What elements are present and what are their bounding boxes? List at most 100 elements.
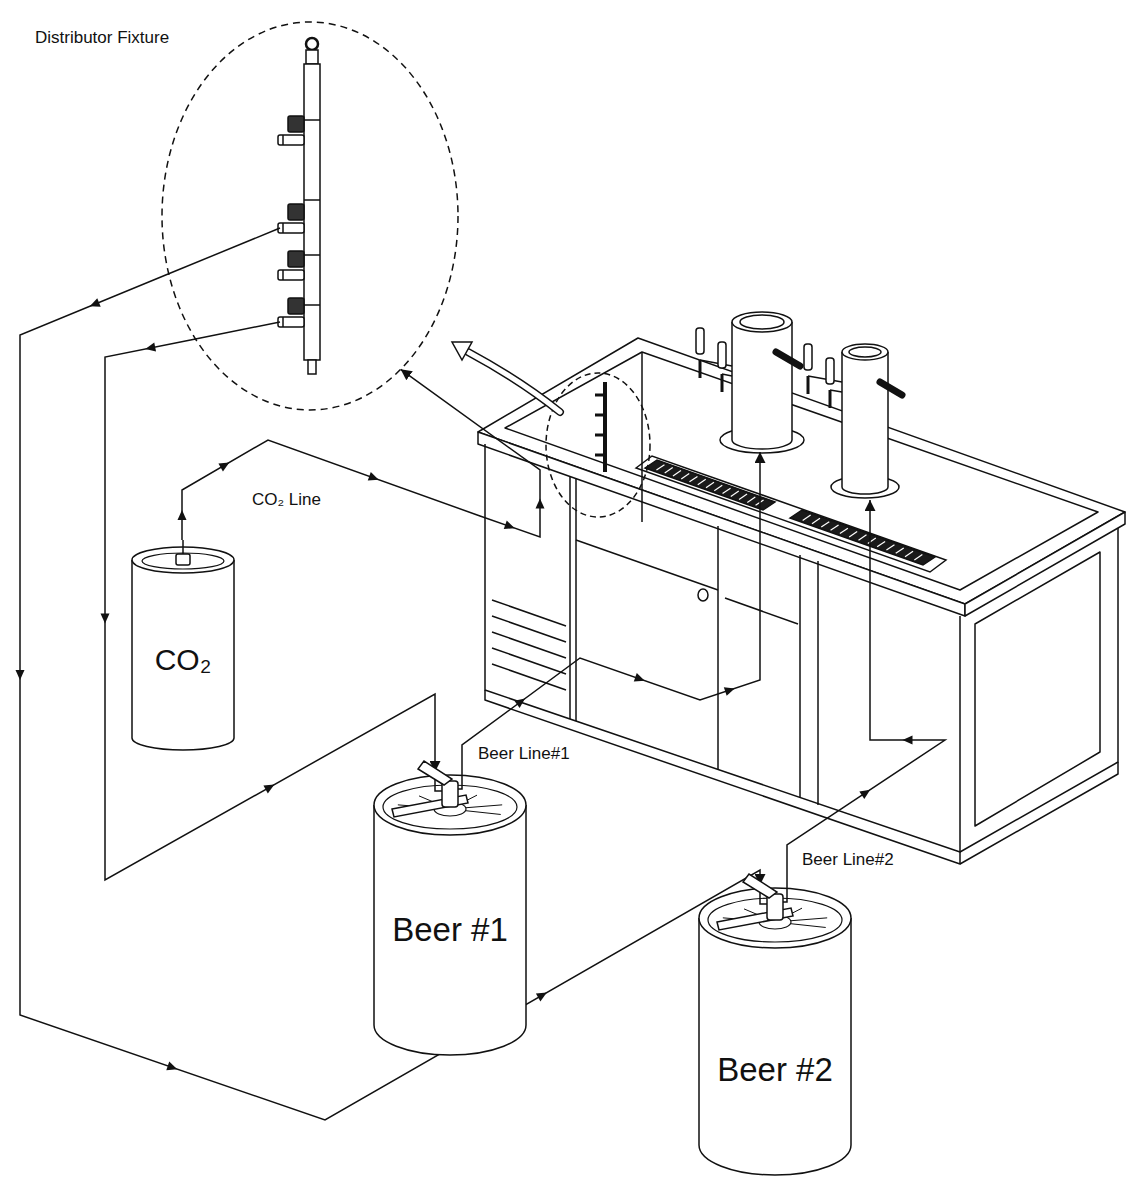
drip-tray	[665, 468, 673, 473]
beer-tower	[830, 390, 842, 392]
beer-tower	[776, 352, 800, 366]
fixture-heading: Distributor Fixture	[35, 28, 169, 48]
gas-manifold	[304, 64, 320, 360]
small-distributor	[595, 414, 605, 417]
bar-cabinet	[478, 338, 1125, 864]
small-distributor	[595, 454, 605, 457]
gas-manifold	[288, 251, 304, 267]
co2-tank: CO₂	[130, 540, 236, 752]
bar-cabinet	[492, 616, 566, 642]
line-label: Beer Line#2	[800, 850, 896, 870]
flow-arrow	[263, 781, 276, 794]
drip-tray	[821, 522, 829, 527]
flow-arrow	[368, 472, 380, 484]
gas-manifold	[304, 119, 320, 121]
beer-tower	[842, 344, 888, 360]
small-distributor	[546, 373, 650, 517]
gas-manifold	[278, 135, 304, 145]
beer-keg: Beer #1	[372, 772, 528, 1057]
drip-tray	[886, 545, 894, 550]
keg-outline	[697, 885, 853, 1177]
beer-tower	[808, 376, 842, 382]
drip-tray	[877, 541, 885, 546]
bar-cabinet	[960, 762, 1118, 864]
gas-manifold	[288, 204, 304, 220]
beer-tower	[826, 358, 834, 384]
zoom-arrow	[468, 352, 560, 412]
flow-arrow	[101, 614, 110, 624]
beer-tower	[740, 315, 784, 329]
small-distributor	[546, 373, 650, 517]
gas-manifold	[282, 317, 284, 327]
line-label: Beer Line#1	[476, 744, 572, 764]
gas-manifold	[278, 317, 304, 327]
flow-arrow	[634, 673, 646, 685]
drip-tray	[905, 551, 913, 556]
beer-keg: Beer #2	[697, 885, 853, 1177]
gas-manifold	[278, 223, 304, 233]
beer-tower	[732, 312, 792, 332]
bar-cabinet	[485, 444, 960, 852]
line-label: CO₂ Line	[250, 490, 323, 510]
drip-tray	[747, 497, 755, 502]
drip-tray	[723, 488, 731, 493]
bar-cabinet	[569, 476, 571, 719]
ellipse-outline	[160, 20, 460, 412]
drip-tray	[803, 515, 811, 520]
bar-cabinet	[492, 600, 566, 626]
beer-tower	[842, 352, 888, 494]
drip-tray	[706, 482, 714, 487]
drip-tray	[673, 471, 681, 476]
drip-tray	[656, 465, 664, 470]
beer-tower	[696, 328, 704, 354]
gas-manifold	[282, 223, 284, 233]
beer-tower	[880, 382, 902, 395]
drip-tray	[714, 485, 722, 490]
connectors	[20, 274, 760, 1120]
bar-cabinet	[492, 632, 566, 658]
small-distributor	[595, 394, 605, 397]
beer-tower	[807, 376, 810, 394]
bar-cabinet	[965, 512, 1125, 616]
bar-cabinet	[492, 648, 566, 674]
bar-cabinet	[960, 528, 1118, 852]
bar-cabinet	[698, 589, 708, 601]
drip-tray	[896, 548, 904, 553]
flow-arrow	[504, 521, 516, 533]
drip-tray	[831, 525, 839, 530]
beer-tower	[732, 322, 792, 449]
zoom-arrow	[452, 342, 472, 360]
drip-tray	[636, 456, 946, 572]
beer-tower	[700, 360, 732, 366]
gas-line	[182, 369, 540, 540]
flow-arrow	[536, 499, 545, 509]
zoom-arrow	[452, 342, 560, 412]
outlet-stub	[169, 228, 280, 274]
bar-cabinet	[478, 432, 965, 616]
gas-manifold	[304, 199, 320, 201]
bar-cabinet	[725, 598, 798, 624]
flow-arrow	[218, 459, 231, 472]
keg-label: Beer #1	[392, 911, 508, 949]
gas-manifold	[282, 270, 284, 280]
beer-line	[462, 452, 760, 772]
gas-line	[20, 274, 760, 1120]
distributor-fixture: Distributor Fixture	[160, 20, 460, 412]
flow-arrow	[903, 736, 913, 745]
zoom-arrow	[468, 352, 560, 412]
bar-cabinet	[641, 353, 643, 522]
bar-cabinet	[717, 526, 719, 770]
drip-tray	[681, 473, 689, 478]
outlet-stubs	[169, 228, 280, 339]
beer-line	[787, 500, 945, 885]
beer-tower	[699, 360, 702, 378]
bar-cabinet	[817, 561, 819, 805]
gas-manifold	[288, 116, 304, 132]
drip-tray	[914, 555, 922, 560]
gas-manifold	[304, 304, 320, 306]
drip-tray	[645, 460, 775, 510]
gas-manifold	[306, 50, 318, 64]
gas-manifold	[282, 135, 284, 145]
gas-manifold	[306, 38, 318, 50]
